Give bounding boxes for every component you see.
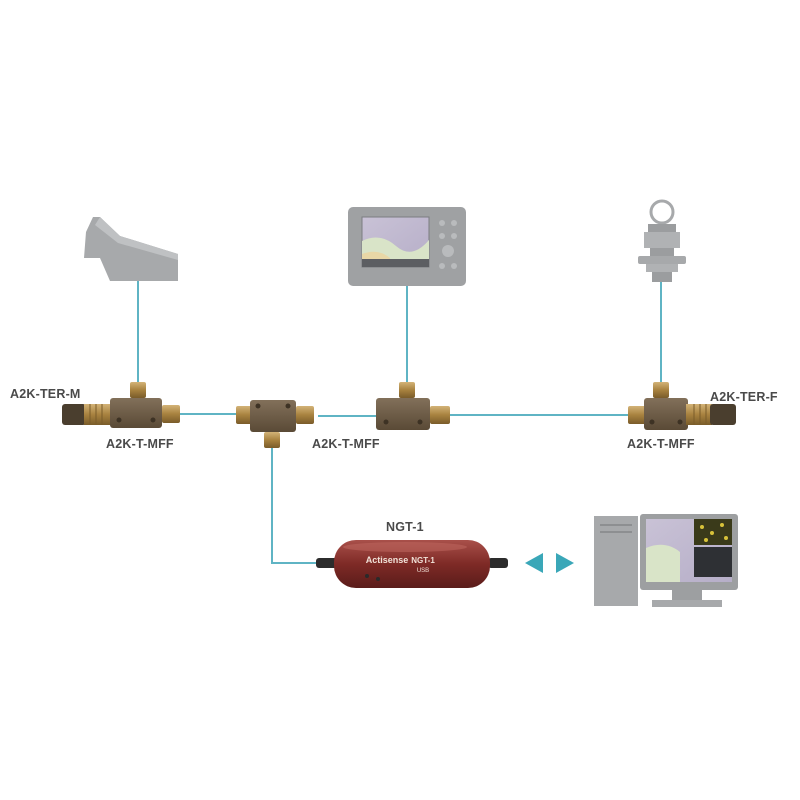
cables — [137, 280, 662, 564]
label-gateway: NGT-1 — [386, 520, 424, 534]
tee-connector-2 — [236, 400, 314, 448]
chartplotter-icon — [348, 207, 466, 286]
ngt1-gateway-icon — [316, 540, 508, 588]
label-tee-2: A2K-T-MFF — [312, 437, 380, 451]
bidirectional-arrow-icon — [525, 553, 574, 573]
gateway-model-text: NGT-1 — [411, 556, 435, 565]
tee-connector-1 — [110, 382, 180, 428]
tee-connector-3 — [376, 382, 450, 430]
label-tee-1: A2K-T-MFF — [106, 437, 174, 451]
terminator-female-icon — [686, 404, 736, 425]
transducer-icon — [84, 217, 178, 281]
label-tee-3: A2K-T-MFF — [627, 437, 695, 451]
label-terminator-left: A2K-TER-M — [10, 387, 81, 401]
terminator-male-icon — [62, 404, 110, 425]
thru-hull-sensor-icon — [638, 199, 686, 282]
cable-gateway — [271, 448, 316, 564]
gateway-variant-text: USB — [417, 568, 429, 574]
tee-connector-4 — [628, 382, 688, 430]
gateway-brand-text: Actisense — [366, 555, 409, 565]
desktop-computer-icon — [594, 514, 738, 607]
label-terminator-right: A2K-TER-F — [710, 390, 778, 404]
